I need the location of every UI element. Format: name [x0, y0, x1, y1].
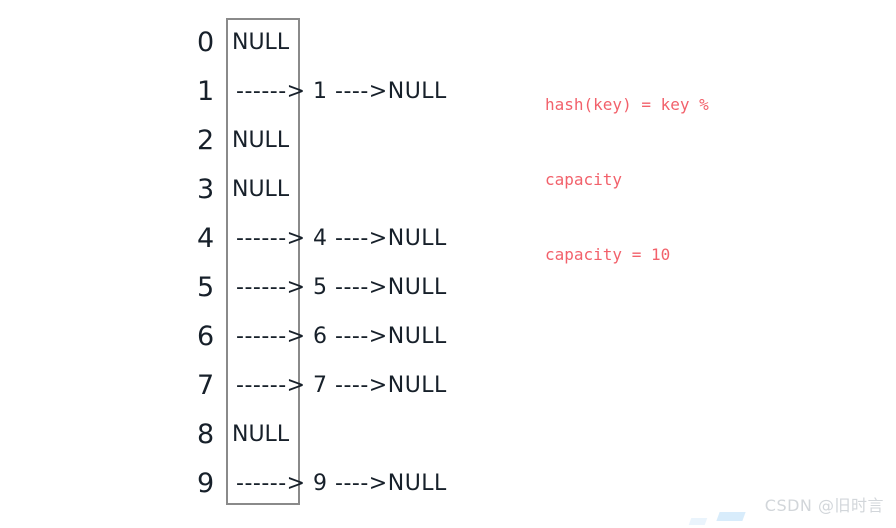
bucket-index-2: 2 — [197, 125, 215, 156]
csdn-watermark: CSDN @旧时言 — [764, 496, 884, 515]
formula-line-2: capacity — [545, 170, 623, 189]
hash-table-diagram: 0 NULL 1 ------> 1 ---->NULL 2 NULL 3 NU… — [196, 18, 616, 506]
bucket-row-5: 5 ------> 5 ---->NULL — [196, 263, 616, 312]
bucket-content-7: ------> 7 ---->NULL — [236, 372, 447, 398]
bucket-index-3: 3 — [197, 174, 215, 205]
bucket-row-4: 4 ------> 4 ---->NULL — [196, 214, 616, 263]
bucket-row-2: 2 NULL — [196, 116, 616, 165]
bucket-row-3: 3 NULL — [196, 165, 616, 214]
bucket-index-7: 7 — [197, 370, 215, 401]
bucket-index-5: 5 — [197, 272, 215, 303]
bucket-index-0: 0 — [197, 27, 215, 58]
bucket-row-8: 8 NULL — [196, 410, 616, 459]
bucket-row-7: 7 ------> 7 ---->NULL — [196, 361, 616, 410]
bucket-index-1: 1 — [197, 76, 215, 107]
bucket-row-9: 9 ------> 9 ---->NULL — [196, 459, 616, 508]
hash-formula-note: hash(key) = key % capacity capacity = 10 — [545, 42, 845, 317]
formula-line-1: hash(key) = key % — [545, 95, 709, 114]
bucket-index-4: 4 — [197, 223, 215, 254]
watermark-decoration-shape-small — [688, 518, 708, 525]
bucket-content-4: ------> 4 ---->NULL — [236, 225, 447, 251]
bucket-index-6: 6 — [197, 321, 215, 352]
bucket-row-6: 6 ------> 6 ---->NULL — [196, 312, 616, 361]
bucket-index-8: 8 — [197, 419, 215, 450]
bucket-content-3: NULL — [232, 176, 290, 202]
watermark-decoration-shape — [716, 512, 746, 521]
bucket-content-5: ------> 5 ---->NULL — [236, 274, 447, 300]
bucket-row-0: 0 NULL — [196, 18, 616, 67]
bucket-index-9: 9 — [197, 468, 215, 499]
formula-line-3: capacity = 10 — [545, 245, 671, 264]
bucket-content-6: ------> 6 ---->NULL — [236, 323, 447, 349]
bucket-row-1: 1 ------> 1 ---->NULL — [196, 67, 616, 116]
bucket-array-box — [226, 18, 300, 505]
bucket-content-0: NULL — [232, 29, 290, 55]
bucket-content-9: ------> 9 ---->NULL — [236, 470, 447, 496]
bucket-content-2: NULL — [232, 127, 290, 153]
bucket-content-1: ------> 1 ---->NULL — [236, 78, 447, 104]
bucket-content-8: NULL — [232, 421, 290, 447]
